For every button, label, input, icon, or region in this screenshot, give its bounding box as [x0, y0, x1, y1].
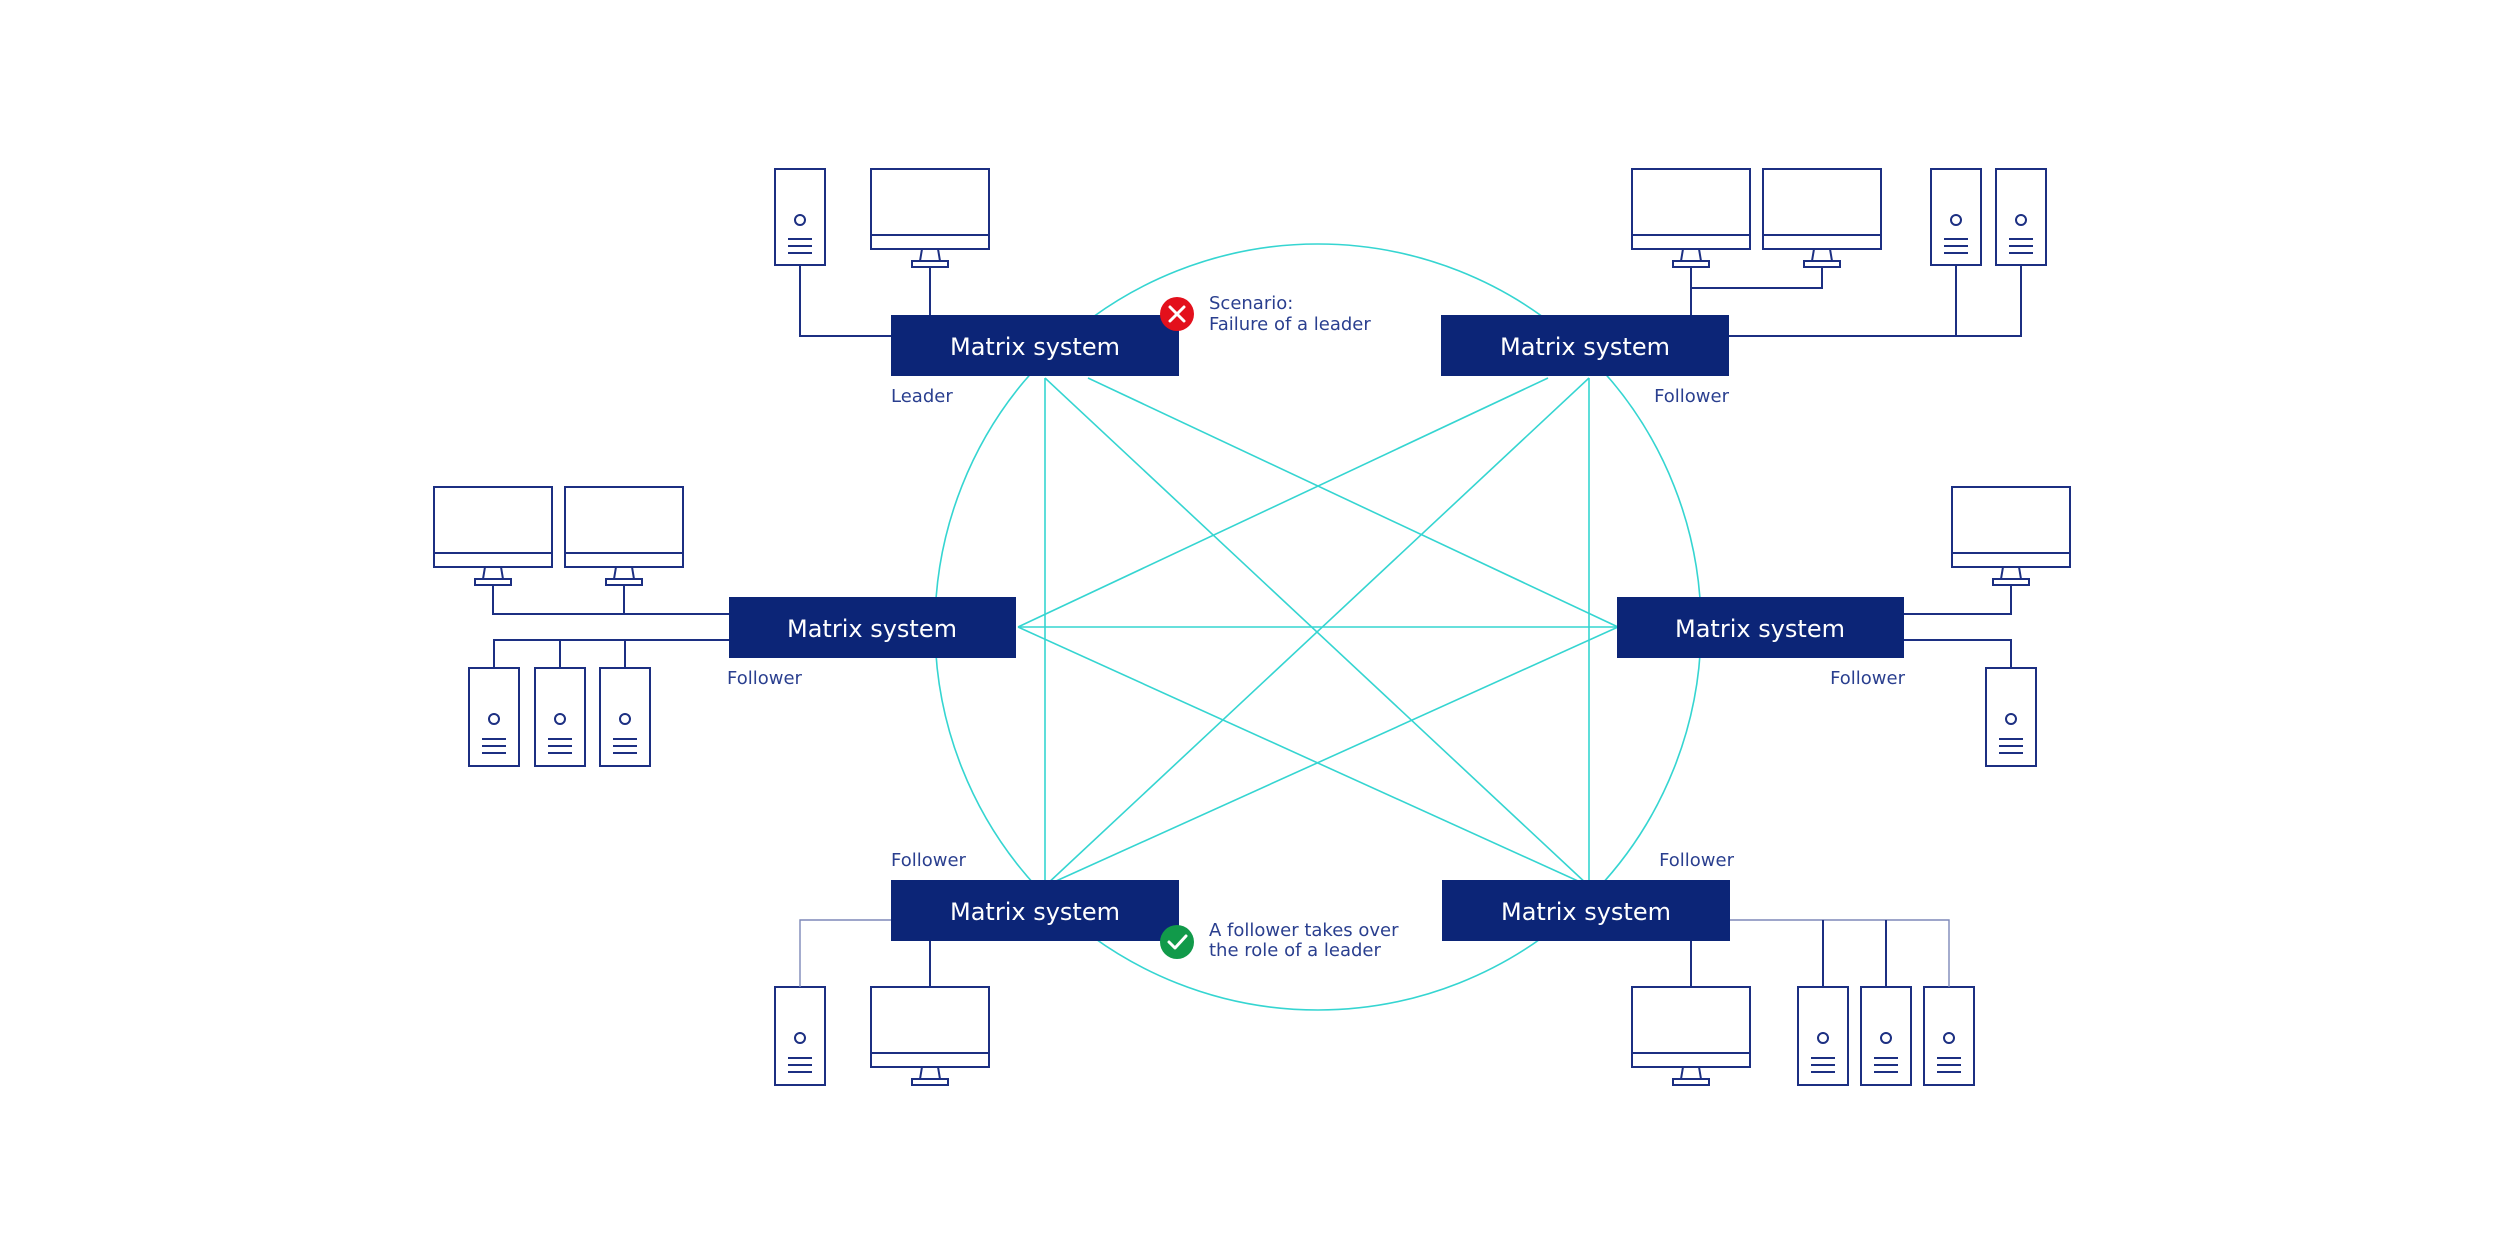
node-label: Matrix system [787, 615, 957, 643]
computer-tower-icon [1923, 986, 1975, 1086]
takeover-note-line2: the role of a leader [1209, 940, 1382, 961]
node-role-label: Follower [1830, 668, 1906, 689]
node-group-top-left [774, 168, 990, 337]
check-icon [1160, 925, 1194, 959]
node-label: Matrix system [950, 333, 1120, 361]
computer-tower-icon [1985, 667, 2037, 767]
failure-note-line2: Failure of a leader [1209, 314, 1371, 335]
failure-note-line1: Scenario: [1209, 293, 1293, 314]
monitor-icon [433, 486, 553, 586]
computer-tower-icon [534, 667, 586, 767]
monitor-icon [1631, 986, 1751, 1086]
computer-tower-icon [468, 667, 520, 767]
computer-tower-icon [774, 168, 826, 266]
computer-tower-icon [599, 667, 651, 767]
monitor-icon [870, 168, 990, 268]
node-role-label: Follower [1654, 386, 1730, 407]
error-x-icon [1160, 297, 1194, 331]
node-role-label: Follower [891, 850, 967, 871]
monitor-icon [1951, 486, 2071, 586]
matrix-node-5: Matrix system [891, 880, 1179, 941]
node-group-bottom-right [1631, 919, 1975, 1086]
monitor-icon [1631, 168, 1751, 268]
node-label: Matrix system [1675, 615, 1845, 643]
node-group-bottom-left [774, 919, 990, 1086]
computer-tower-icon [1930, 168, 1982, 266]
monitor-icon [1762, 168, 1882, 268]
node-group-middle-left [433, 486, 729, 767]
node-role-label: Follower [727, 668, 803, 689]
matrix-node-4: Matrix system [1617, 597, 1904, 658]
computer-tower-icon [1797, 986, 1849, 1086]
computer-tower-icon [774, 986, 826, 1086]
monitor-icon [564, 486, 684, 586]
node-role-label: Leader [891, 386, 953, 407]
computer-tower-icon [1860, 986, 1912, 1086]
matrix-node-3: Matrix system [729, 597, 1016, 658]
node-label: Matrix system [1500, 333, 1670, 361]
matrix-node-1: Matrix system [891, 315, 1179, 376]
node-label: Matrix system [1501, 898, 1671, 926]
node-role-label: Follower [1659, 850, 1735, 871]
node-group-middle-right [1904, 486, 2071, 767]
matrix-node-2: Matrix system [1441, 315, 1729, 376]
node-group-top-right [1631, 168, 2047, 337]
computer-tower-icon [1995, 168, 2047, 266]
node-label: Matrix system [950, 898, 1120, 926]
takeover-note-line1: A follower takes over [1209, 920, 1399, 941]
monitor-icon [870, 986, 990, 1086]
matrix-node-6: Matrix system [1442, 880, 1730, 941]
mesh-links [1017, 377, 1619, 887]
